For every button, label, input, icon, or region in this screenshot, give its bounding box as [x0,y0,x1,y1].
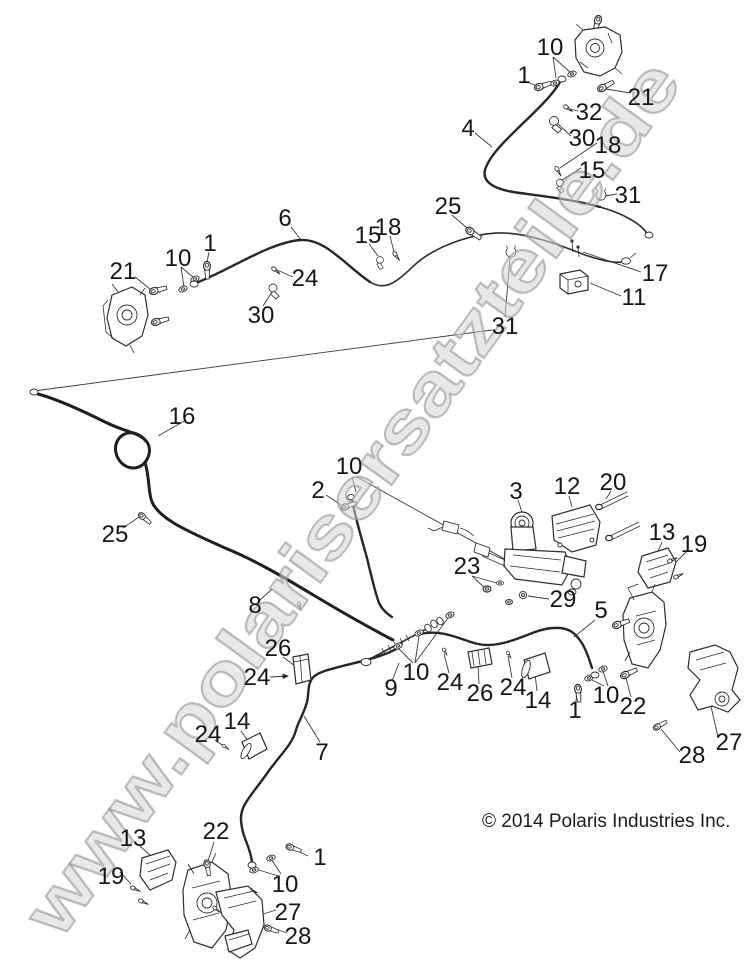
callout-23: 23 [453,553,481,580]
callout-24: 24 [291,265,319,292]
callout-27: 27 [715,729,743,756]
callout-24: 24 [499,674,527,701]
callout-18: 18 [594,132,622,159]
callout-2: 2 [311,477,325,504]
callout-7: 7 [315,739,329,766]
callout-11: 11 [621,284,647,311]
rear-caliper-right [573,583,667,703]
mount-bracket-27-right [651,644,741,732]
callout-10: 10 [335,453,363,480]
callout-22: 22 [202,818,230,845]
callout-8: 8 [248,592,262,619]
parking-cable-16 [29,388,395,642]
callout-24: 24 [436,669,464,696]
callout-31: 31 [614,182,642,209]
callout-22: 22 [619,693,647,720]
callout-13: 13 [648,519,676,546]
callout-29: 29 [549,586,577,613]
brake-line-6 [194,232,637,287]
callout-4: 4 [461,115,475,142]
callout-21: 21 [627,84,655,111]
callout-25: 25 [434,193,462,220]
callout-19: 19 [680,531,708,558]
callout-24: 24 [194,721,222,748]
callout-10: 10 [402,659,430,686]
callout-14: 14 [524,687,552,714]
callout-30: 30 [247,302,275,329]
callout-32: 32 [575,99,603,126]
callout-13: 13 [119,825,147,852]
rear-caliper-bottom [182,842,303,949]
callout-5: 5 [594,597,608,624]
cable-2 [347,493,394,619]
bracket-13-right [637,547,685,589]
callout-10: 10 [592,682,620,709]
callout-26: 26 [264,635,292,662]
callout-28: 28 [678,742,706,769]
callout-26: 26 [466,680,494,707]
callout-25: 25 [101,521,129,548]
callout-24: 24 [243,664,271,691]
callout-28: 28 [284,923,312,950]
callout-21: 21 [109,258,137,285]
callout-15: 15 [354,222,382,249]
callout-3: 3 [509,478,523,505]
clamps-and-spacers [221,601,551,760]
callout-10: 10 [271,871,299,898]
callout-1: 1 [313,844,327,871]
copyright-text: © 2014 Polaris Industries Inc. [482,811,731,832]
callout-16: 16 [168,403,196,430]
stop-plate-12 [551,504,601,553]
callout-15: 15 [578,157,606,184]
mount-bracket-27-bottom [215,885,280,959]
master-cylinder-3 [427,511,587,606]
callout-9: 9 [384,675,398,702]
callout-27: 27 [274,899,302,926]
pins-17 [570,239,580,258]
callout-6: 6 [278,205,292,232]
front-caliper-left [102,250,402,354]
bolts-20 [594,491,641,542]
brake-hose-7 [239,646,400,864]
callout-10: 10 [536,34,564,61]
callout-1: 1 [568,697,582,724]
callout-1: 1 [517,62,531,89]
callout-18: 18 [374,214,402,241]
callout-31: 31 [491,313,519,340]
bracket-13-bottom [129,849,177,907]
callout-10: 10 [164,245,192,272]
callout-12: 12 [553,473,581,500]
callout-14: 14 [223,708,251,735]
callout-1: 1 [203,230,217,257]
brake-hose-5 [418,626,594,670]
rear-caliper-top [532,14,623,94]
callout-30: 30 [568,125,596,152]
callout-17: 17 [641,260,669,287]
callout-19: 19 [97,863,125,890]
brake-hose-4 [483,76,654,239]
junction-box-11 [559,269,589,295]
callout-20: 20 [599,469,627,496]
